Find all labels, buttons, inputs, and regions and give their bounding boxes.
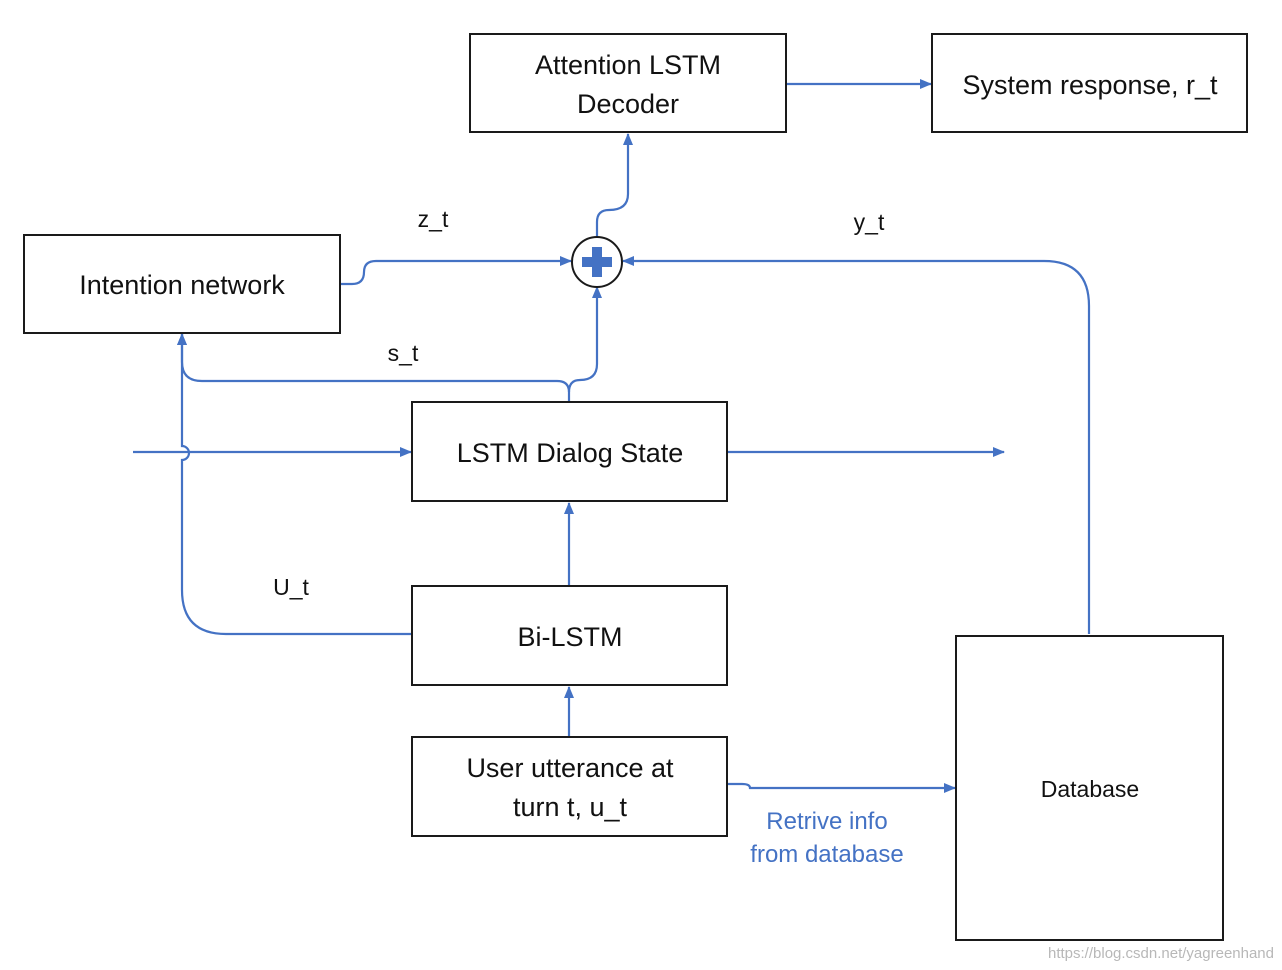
dialog-state-label: LSTM Dialog State <box>457 438 684 468</box>
edge-bilstm-to-intention <box>177 333 412 636</box>
edge-utterance-to-database <box>727 782 956 793</box>
attention-decoder-box: Attention LSTM Decoder <box>469 33 787 133</box>
edge-label-y-t: y_t <box>854 209 885 235</box>
database-label: Database <box>1041 776 1139 802</box>
edge-dialog-to-combiner <box>567 286 602 402</box>
dialog-state-box: LSTM Dialog State <box>411 401 728 502</box>
circle-plus-icon <box>571 236 623 288</box>
edge-dialog-to-intention <box>177 333 571 393</box>
edge-intention-to-combiner <box>340 256 572 286</box>
edge-label-u-t: U_t <box>273 574 309 600</box>
attention-decoder-line1: Attention LSTM <box>535 50 721 80</box>
bi-lstm-box: Bi-LSTM <box>411 585 728 686</box>
system-response-label: System response, r_t <box>962 70 1218 100</box>
user-utterance-box: User utterance at turn t, u_t <box>411 736 728 837</box>
intention-network-box: Intention network <box>23 234 341 334</box>
edge-combiner-to-decoder <box>595 133 633 238</box>
bi-lstm-label: Bi-LSTM <box>517 622 622 652</box>
retrieve-annotation-line2: from database <box>750 841 903 868</box>
system-response-box: System response, r_t <box>931 33 1248 133</box>
intention-network-label: Intention network <box>79 270 285 300</box>
user-utterance-line1: User utterance at <box>466 753 674 783</box>
edge-label-z-t: z_t <box>418 206 449 232</box>
watermark-text: https://blog.csdn.net/yagreenhand <box>1048 945 1274 962</box>
user-utterance-line2: turn t, u_t <box>513 792 628 822</box>
retrieve-annotation-line1: Retrive info <box>766 808 887 835</box>
edge-label-s-t: s_t <box>388 340 419 366</box>
attention-decoder-line2: Decoder <box>577 89 679 119</box>
database-box: Database <box>955 635 1224 941</box>
edge-database-to-combiner <box>622 256 1091 634</box>
